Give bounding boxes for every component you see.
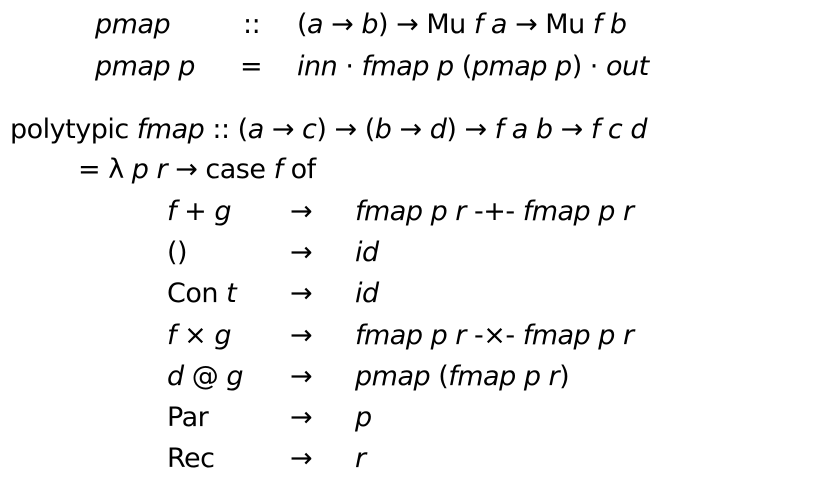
- case-arrow: →: [290, 402, 313, 433]
- code-token: f: [167, 196, 177, 227]
- pmap-sig-op: ::: [243, 9, 261, 40]
- fmap-body: = λ p r → case f of: [78, 153, 316, 187]
- case-result: id: [355, 277, 379, 311]
- code-token: pmap p: [95, 51, 195, 82]
- code-token: of: [282, 154, 317, 185]
- code-token: pmap: [355, 360, 431, 392]
- code-token: b: [361, 9, 379, 40]
- code-token: +: [176, 196, 215, 227]
- case-arrow: →: [290, 443, 313, 475]
- case-pattern: Rec: [167, 442, 215, 476]
- case-pattern: (): [167, 236, 188, 270]
- case-result: r: [355, 442, 366, 476]
- code-token: Par: [167, 402, 209, 433]
- fmap-signature: polytypic fmap :: (a → c) → (b → d) → f …: [10, 113, 647, 147]
- code-token: ) ·: [571, 51, 606, 82]
- code-token: g: [226, 360, 243, 392]
- pmap-eq-rhs: inn · fmap p (pmap p) · out: [297, 50, 649, 84]
- case-pattern: f × g: [167, 319, 231, 353]
- case-arrow: →: [290, 360, 313, 392]
- code-token: f: [273, 154, 284, 185]
- code-token: →: [323, 9, 362, 40]
- code-token: pmap p: [471, 51, 572, 82]
- code-token: f b: [592, 9, 627, 40]
- code-token: (: [430, 360, 449, 392]
- code-token: (): [167, 237, 188, 269]
- code-token: :: (: [204, 114, 248, 145]
- code-token: pmap: [95, 9, 171, 40]
- case-result: id: [355, 236, 379, 270]
- case-pattern: f + g: [167, 195, 231, 229]
- code-token: d: [429, 114, 447, 145]
- code-token: g: [214, 196, 231, 227]
- case-arrow: →: [290, 237, 313, 269]
- code-token: fmap p: [361, 51, 454, 82]
- pmap-sig-lhs: pmap: [95, 8, 171, 42]
- code-token: a: [307, 9, 324, 40]
- code-token: fmap p r: [355, 319, 466, 351]
- code-token: ) →: [446, 114, 495, 145]
- case-pattern: Con t: [167, 277, 237, 311]
- code-token: fmap p r: [522, 196, 634, 227]
- code-token: a: [247, 114, 265, 145]
- code-token: inn: [297, 51, 338, 82]
- code-token: f: [167, 319, 177, 351]
- code-token: →: [263, 114, 303, 145]
- code-token: id: [355, 278, 379, 310]
- code-token: g: [214, 319, 231, 351]
- code-token: ) → Mu: [378, 9, 474, 40]
- pmap-eq-op: =: [240, 51, 263, 82]
- code-token: p: [355, 402, 372, 433]
- code-token: →: [391, 114, 430, 145]
- code-token: f a: [473, 9, 508, 40]
- case-arrow: →: [290, 278, 313, 310]
- code-token: -+-: [465, 196, 523, 227]
- code-token: f a b: [494, 114, 553, 145]
- case-pattern: Par: [167, 401, 209, 435]
- code-token: ): [559, 360, 570, 392]
- code-token: fmap p r: [522, 319, 634, 351]
- code-token: b: [374, 114, 392, 145]
- code-token: → Mu: [506, 9, 593, 40]
- code-token: polytypic: [10, 114, 137, 145]
- case-result: pmap (fmap p r): [355, 360, 570, 394]
- code-token: c: [302, 114, 317, 145]
- code-token: fmap p r: [355, 196, 466, 227]
- code-token: (: [297, 9, 308, 40]
- code-token: r: [355, 443, 366, 475]
- code-token: t: [226, 278, 237, 310]
- code-token: id: [355, 237, 379, 269]
- code-token: → case: [167, 154, 274, 185]
- pmap-sig-rhs: (a → b) → Mu f a → Mu f b: [297, 8, 627, 42]
- code-token: ) → (: [316, 114, 375, 145]
- case-arrow: →: [290, 196, 313, 227]
- code-token: -×-: [465, 319, 523, 351]
- case-result: p: [355, 401, 372, 435]
- code-token: Rec: [167, 443, 215, 475]
- code-token: = λ: [78, 154, 132, 185]
- code-token: →: [552, 114, 591, 145]
- pmap-eq-lhs: pmap p: [95, 50, 195, 84]
- code-token: (: [453, 51, 473, 82]
- code-token: out: [605, 51, 649, 82]
- case-result: fmap p r -+- fmap p r: [355, 195, 634, 229]
- case-result: fmap p r -×- fmap p r: [355, 319, 634, 353]
- code-token: ×: [176, 319, 215, 351]
- code-token: Con: [167, 278, 227, 310]
- code-token: f c d: [590, 114, 648, 145]
- code-token: @: [183, 360, 227, 392]
- case-arrow: →: [290, 319, 313, 351]
- code-token: fmap p r: [448, 360, 560, 392]
- code-token: fmap: [136, 114, 205, 145]
- code-token: d: [167, 360, 184, 392]
- code-token: ·: [337, 51, 362, 82]
- code-token: p r: [131, 154, 168, 185]
- case-pattern: d @ g: [167, 360, 243, 394]
